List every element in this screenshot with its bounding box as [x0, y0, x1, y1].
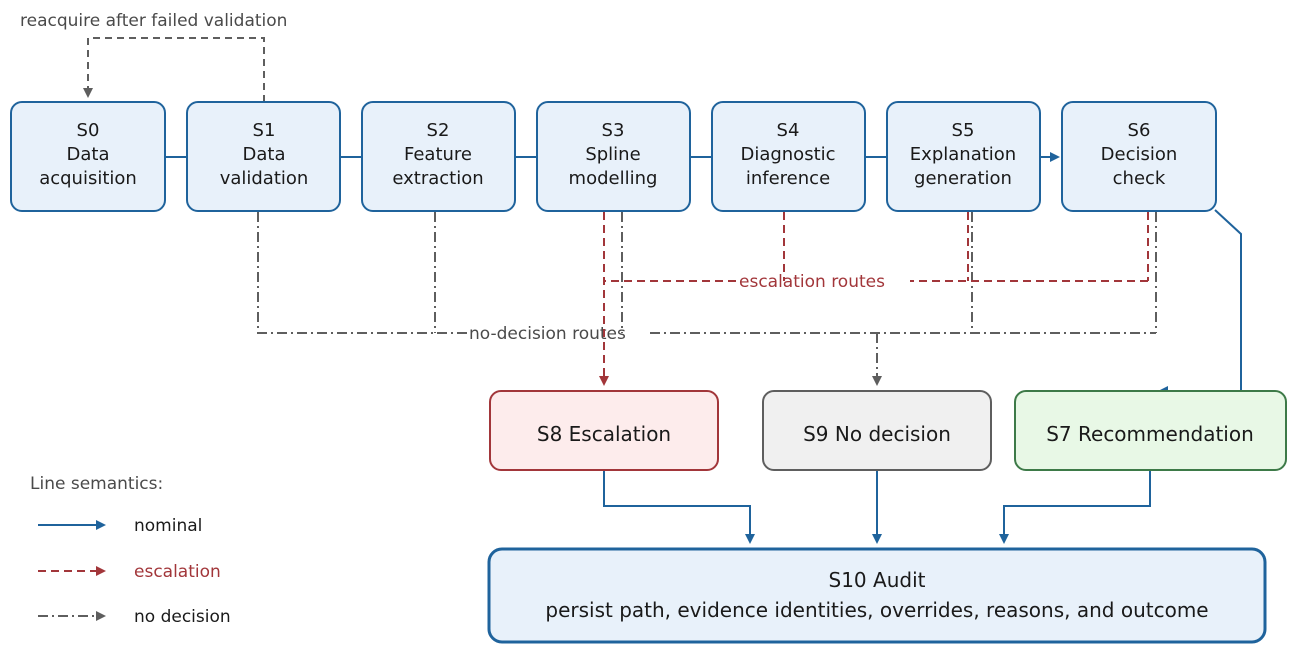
audit-connectors [603, 471, 1151, 544]
stage-s5-id: S5 [952, 120, 975, 141]
stage-s5-line1: Explanation [910, 144, 1016, 165]
stage-s3-box [536, 101, 691, 212]
stage-s2-line2: extraction [392, 168, 483, 189]
stage-s4-box [711, 101, 866, 212]
stage-s4-id: S4 [777, 120, 800, 141]
feedback-loop: reacquire after failed validation [20, 11, 287, 102]
connector-s7-audit [999, 471, 1151, 544]
stage-s1-line2: validation [220, 168, 309, 189]
connector-s8-audit [603, 471, 755, 544]
stage-s4-line1: Diagnostic [740, 144, 835, 165]
stage-s3-line1: Spline [585, 144, 640, 165]
legend-nominal-label: nominal [134, 516, 202, 536]
stage-s0-line2: acquisition [39, 168, 137, 189]
escalation-label: S8 Escalation [537, 422, 671, 446]
audit-box [487, 547, 1267, 644]
stage-s4-line2: inference [746, 168, 830, 189]
stage-s5: S5 Explanation generation [886, 101, 1041, 212]
stage-s6: S6 Decision check [1061, 101, 1217, 212]
stage-s1-line1: Data [243, 144, 286, 165]
stage-s2-line1: Feature [404, 144, 472, 165]
connector-s6-s7 [1158, 209, 1242, 396]
feedback-label: reacquire after failed validation [20, 11, 287, 31]
feedback-arrow [83, 37, 265, 102]
legend: Line semantics: nominal escalation no de… [30, 474, 231, 627]
no-decision-routes: no-decision routes [257, 212, 1157, 386]
escalation-routes-label: escalation routes [739, 272, 885, 292]
stage-s3-line2: modelling [569, 168, 658, 189]
stage-s3-id: S3 [602, 120, 625, 141]
no-decision-label: S9 No decision [803, 422, 951, 446]
stage-s2: S2 Feature extraction [361, 101, 516, 212]
stage-s0-box [10, 101, 166, 212]
stage-s1: S1 Data validation [186, 101, 341, 212]
stage-s2-box [361, 101, 516, 212]
stage-s3: S3 Spline modelling [536, 101, 691, 212]
stage-s6-line1: Decision [1101, 144, 1178, 165]
recommendation-box [1014, 390, 1287, 471]
legend-no-decision-label: no decision [134, 607, 231, 627]
escalation-routes: escalation routes [599, 212, 1149, 386]
outcome-escalation: S8 Escalation [489, 390, 719, 471]
stage-s0-id: S0 [77, 120, 100, 141]
legend-title: Line semantics: [30, 474, 163, 494]
stage-s1-id: S1 [253, 120, 276, 141]
escalation-box [489, 390, 719, 471]
stage-s6-line2: check [1113, 168, 1166, 189]
stage-s0: S0 Data acquisition [10, 101, 166, 212]
stage-s5-box [886, 101, 1041, 212]
no-decision-routes-label: no-decision routes [469, 324, 626, 344]
outcome-recommendation: S7 Recommendation [1014, 390, 1287, 471]
legend-escalation-label: escalation [134, 562, 221, 582]
stage-s6-id: S6 [1128, 120, 1151, 141]
audit-stage: S10 Audit persist path, evidence identit… [487, 547, 1267, 644]
stage-s0-line1: Data [67, 144, 110, 165]
stage-s4: S4 Diagnostic inference [711, 101, 866, 212]
recommendation-label: S7 Recommendation [1046, 422, 1254, 446]
no-decision-box [762, 390, 992, 471]
audit-title: S10 Audit [829, 568, 926, 592]
stage-s2-id: S2 [427, 120, 450, 141]
outcome-no-decision: S9 No decision [762, 390, 992, 471]
no-decision-line-left [257, 212, 470, 334]
audit-subtitle: persist path, evidence identities, overr… [545, 598, 1208, 622]
stage-s1-box [186, 101, 341, 212]
stage-s5-line2: generation [914, 168, 1012, 189]
stage-s6-box [1061, 101, 1217, 212]
